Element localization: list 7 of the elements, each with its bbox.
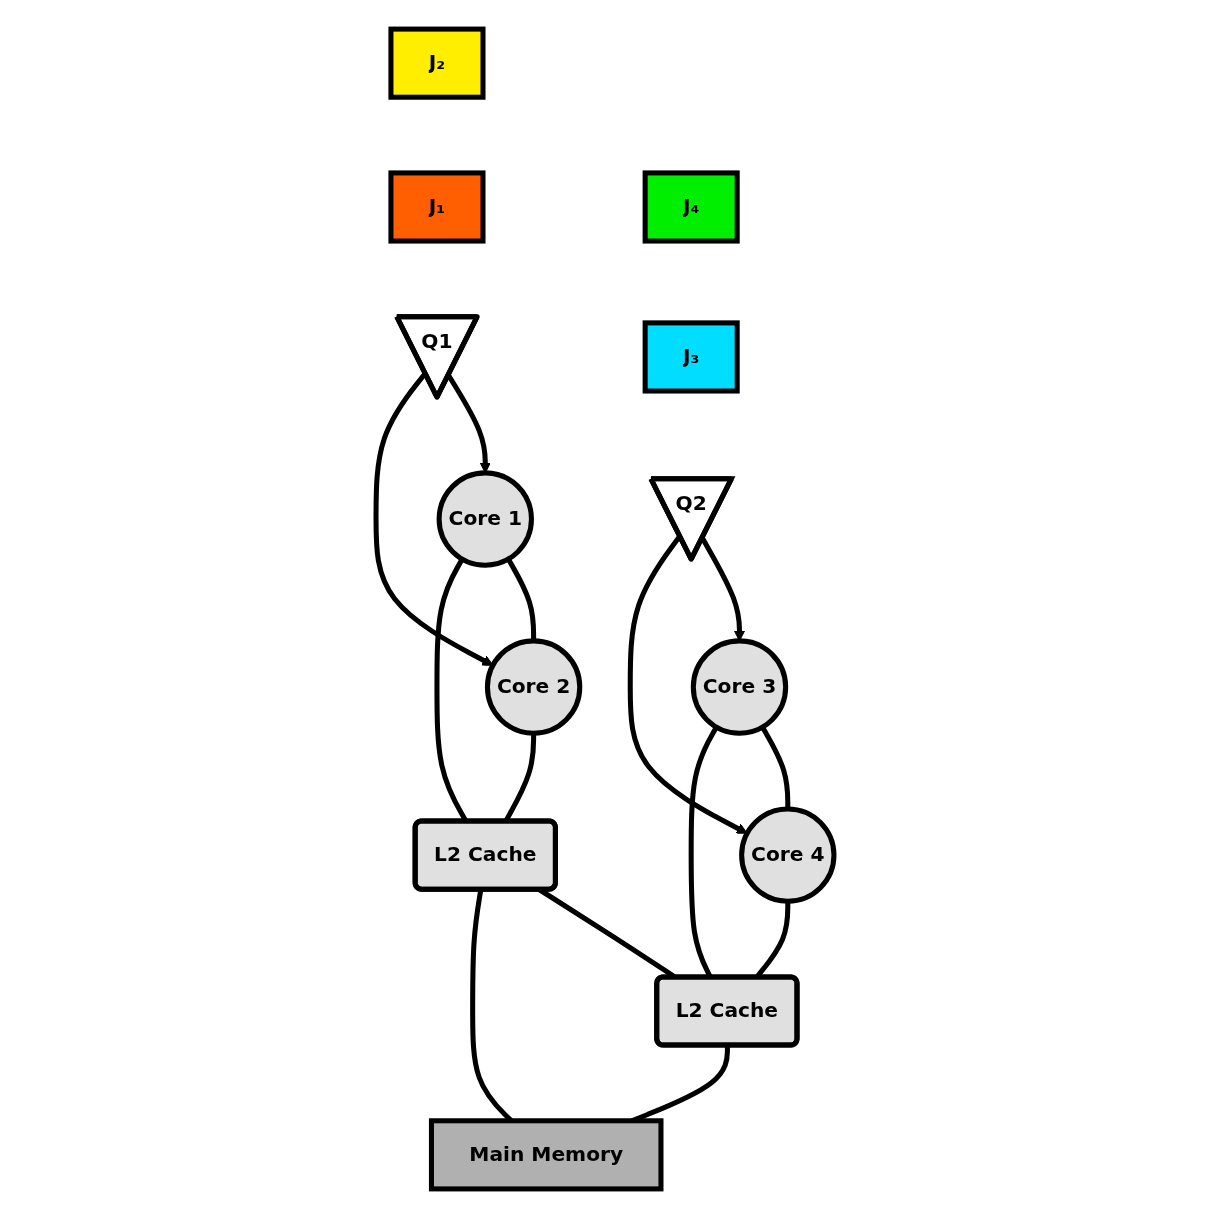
node-circle: Core 3 [690, 637, 788, 736]
connector [505, 557, 536, 641]
node-circle: Core 2 [484, 637, 582, 736]
node-circle: Core 1 [436, 469, 534, 568]
connector [759, 725, 790, 809]
node-circle: Core 4 [738, 805, 836, 904]
node-box: Main Memory [428, 1117, 663, 1191]
